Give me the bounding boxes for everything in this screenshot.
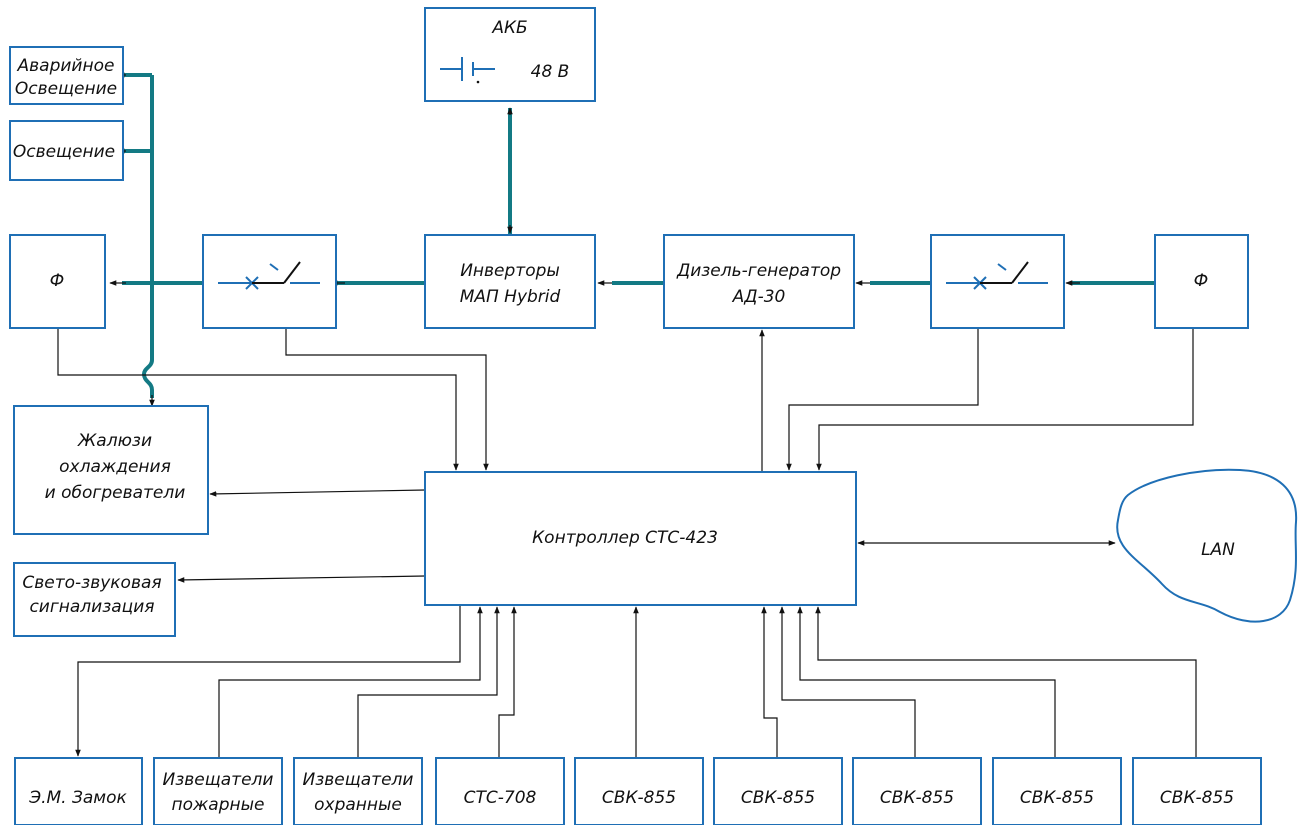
diesel-line1: Дизель-генератор [676,261,841,281]
signal-lines [57,72,1197,758]
louvers-line2: охлаждения [59,457,171,477]
line-svk2-controller [761,606,778,758]
emergency-light-line2: Освещение [15,79,117,99]
battery-icon [440,57,495,84]
line-controller-louvers [209,489,426,497]
line-filter-right-controller [816,328,1194,471]
svk-block-2: СВК-855 [713,757,843,825]
svk-block-5: СВК-855 [1132,757,1262,825]
svk-2-label: СВК-855 [741,788,815,808]
fire-detectors-line2: пожарные [171,795,264,815]
switch-left-icon [218,261,320,290]
louvers-block: Жалюзи охлаждения и обогреватели [13,405,209,535]
filter-right-label: Ф [1194,271,1209,291]
battery-title: АКБ [491,18,527,38]
sts708-label: СТС-708 [464,788,537,808]
line-controller-lock [75,605,461,757]
controller-label: Контроллер СТС-423 [532,528,718,548]
battery-block: АКБ 48 В [424,7,596,102]
security-detectors-line1: Извещатели [303,770,414,790]
line-switch-right-controller [786,328,979,471]
line-svk3-controller [779,606,916,758]
alarm-line1: Свето-звуковая [22,573,161,593]
svk-1-label: СВК-855 [602,788,676,808]
svk-block-1: СВК-855 [574,757,704,825]
fire-detectors-block: Извещатели пожарные [153,757,283,825]
louvers-line3: и обогреватели [45,483,186,503]
svk-block-3: СВК-855 [852,757,982,825]
battery-voltage: 48 В [531,62,570,82]
filter-left-label: Ф [50,271,65,291]
line-controller-alarm [177,575,426,583]
line-switch-left-controller [285,328,489,471]
alarm-block: Свето-звуковая сигнализация [13,562,176,637]
lock-label: Э.М. Замок [28,788,127,808]
fire-detectors-line1: Извещатели [163,770,274,790]
lan-cloud: LAN [1116,468,1298,623]
alarm-line2: сигнализация [29,597,154,617]
sts708-block: СТС-708 [435,757,565,825]
switch-right-block [930,234,1065,329]
inverters-block: Инверторы МАП Hybrid [424,234,596,329]
emergency-light-block: Аварийное Освещение [9,46,124,105]
security-detectors-line2: охранные [314,795,402,815]
line-security-detectors-controller [357,606,500,758]
diesel-line2: АД-30 [732,287,786,307]
inverters-line2: МАП Hybrid [460,287,561,307]
security-detectors-block: Извещатели охранные [293,757,423,825]
inverters-line1: Инверторы [460,261,560,281]
switch-right-icon [946,261,1048,290]
filter-left-block: Ф [9,234,106,329]
power-lines [122,73,1155,398]
lighting-label: Освещение [13,142,115,162]
line-filter-left-controller [57,328,459,471]
switch-left-block [202,234,337,329]
emergency-light-line1: Аварийное [17,56,115,76]
line-fire-detectors-controller [218,606,483,758]
svk-4-label: СВК-855 [1020,788,1094,808]
svk-3-label: СВК-855 [880,788,954,808]
line-sts708-controller [498,606,517,758]
louvers-line1: Жалюзи [77,431,152,451]
diesel-block: Дизель-генератор АД-30 [663,234,855,329]
power-bus-vertical [141,75,154,398]
svk-5-label: СВК-855 [1160,788,1234,808]
filter-right-block: Ф [1154,234,1249,329]
lighting-block: Освещение [9,120,124,181]
line-svk4-controller [797,606,1056,758]
lan-label: LAN [1201,540,1235,560]
lock-block: Э.М. Замок [14,757,143,825]
line-svk5-controller [815,606,1197,758]
svk-block-4: СВК-855 [992,757,1122,825]
controller-block: Контроллер СТС-423 [424,471,857,606]
